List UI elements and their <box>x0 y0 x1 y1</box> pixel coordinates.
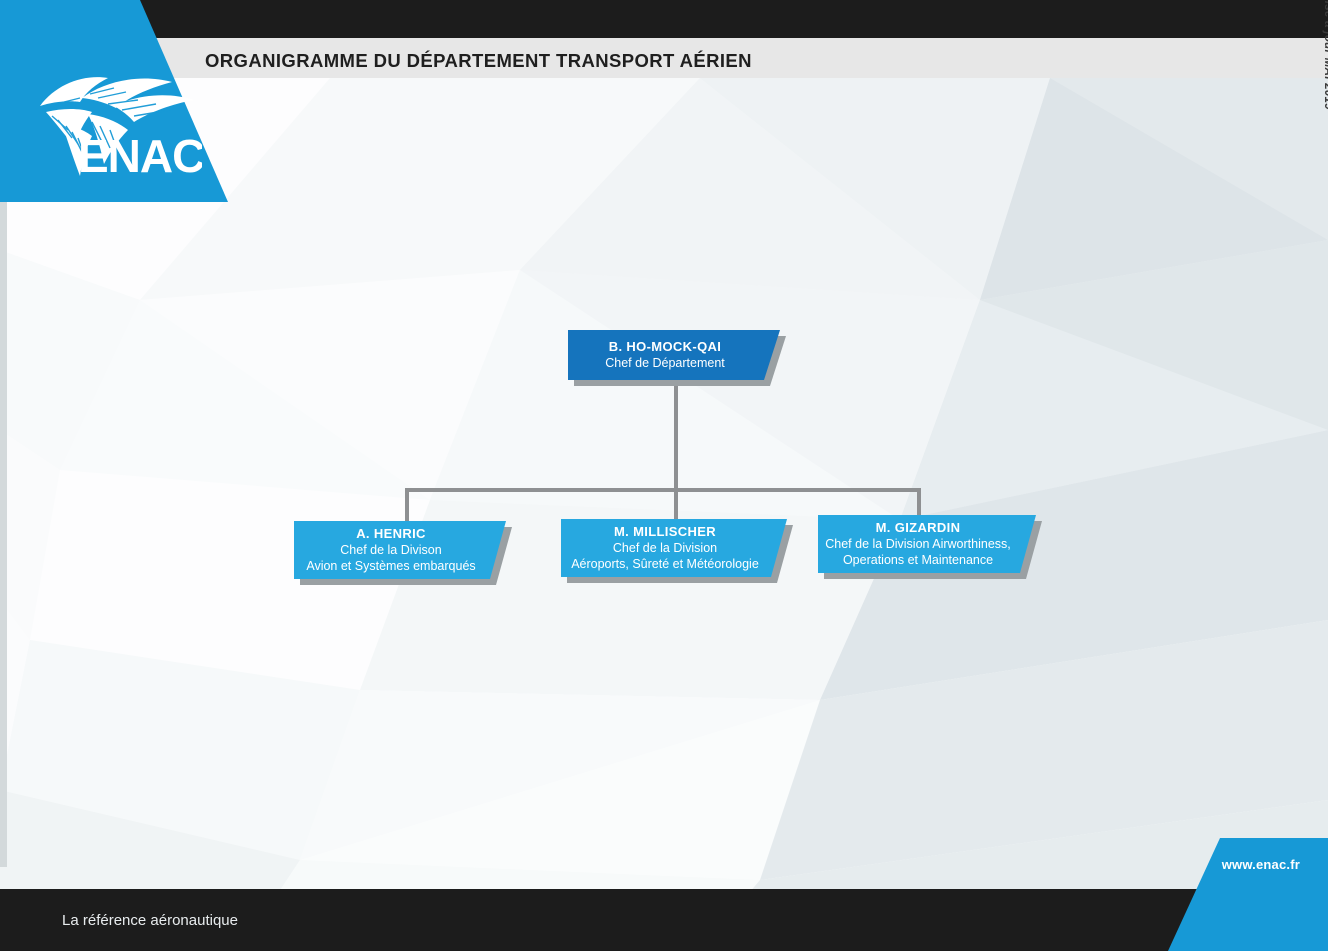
node-body <box>818 515 1036 573</box>
org-node-division-airworthiness-name: M. GIZARDIN <box>875 519 961 535</box>
org-node-division-avion-name: A. HENRIC <box>356 525 426 541</box>
node-body <box>561 519 787 577</box>
org-node-division-airworthiness-label: M. GIZARDIN Chef de la Division Airworth… <box>818 515 1036 573</box>
org-node-division-avion-label: A. HENRIC Chef de la Divison Avion et Sy… <box>294 521 506 579</box>
org-node-root[interactable]: B. HO-MOCK-QAI Chef de Département <box>568 330 786 386</box>
org-node-root-name: B. HO-MOCK-QAI <box>608 338 722 354</box>
org-node-division-avion-role-1: Chef de la Divison <box>340 543 442 558</box>
org-node-division-avion-role-2: Avion et Systèmes embarqués <box>306 559 476 574</box>
title-bar <box>0 38 1328 78</box>
org-node-division-aeroports[interactable]: M. MILLISCHER Chef de la Division Aéropo… <box>561 519 793 583</box>
org-node-division-aeroports-name: M. MILLISCHER <box>613 523 717 539</box>
node-body <box>294 521 506 579</box>
org-node-root-role-1: Chef de Département <box>605 356 725 371</box>
org-node-division-airworthiness[interactable]: M. GIZARDIN Chef de la Division Airworth… <box>818 515 1042 579</box>
enac-winged-emblem-icon: ENAC <box>40 77 202 182</box>
connector-drop-middle <box>674 488 678 522</box>
enac-logo-panel: ENAC <box>0 0 240 203</box>
org-node-division-aeroports-role-2: Aéroports, Sûreté et Météorologie <box>571 557 759 572</box>
footer-blue-shape <box>1168 838 1328 951</box>
svg-text:ENAC: ENAC <box>78 130 202 182</box>
org-node-division-aeroports-label: M. MILLISCHER Chef de la Division Aéropo… <box>561 519 787 577</box>
org-node-root-label: B. HO-MOCK-QAI Chef de Département <box>568 330 780 380</box>
connector-root-vertical <box>674 380 678 490</box>
org-node-division-airworthiness-role-2: Operations et Maintenance <box>842 553 994 568</box>
top-dark-bar <box>0 0 1328 38</box>
footer-tagline: La référence aéronautique <box>62 912 238 929</box>
page-title: ORGANIGRAMME DU DÉPARTEMENT TRANSPORT AÉ… <box>205 50 752 71</box>
connector-drop-right <box>917 488 921 522</box>
org-node-division-aeroports-role-1: Chef de la Division <box>612 541 718 556</box>
org-node-division-airworthiness-role-1: Chef de la Division Airworthiness, <box>825 537 1011 552</box>
footer-dark-bar <box>0 889 1328 951</box>
connector-horizontal-bus <box>405 488 921 492</box>
left-edge-rail <box>0 202 7 867</box>
connector-drop-left <box>405 488 409 522</box>
enac-website-link[interactable]: www.enac.fr <box>1221 857 1300 872</box>
node-body <box>568 330 780 380</box>
org-node-division-avion[interactable]: A. HENRIC Chef de la Divison Avion et Sy… <box>294 521 512 585</box>
